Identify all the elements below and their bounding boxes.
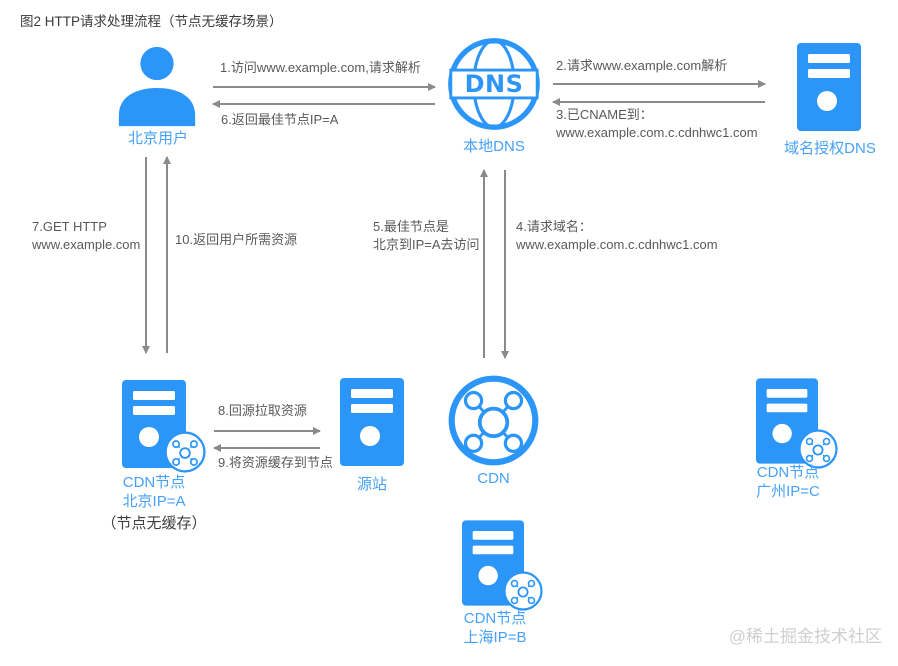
- cdn-node-guangzhou-label: CDN节点 广州IP=C: [734, 463, 842, 501]
- watermark: @稀土掘金技术社区: [728, 627, 882, 646]
- step3-line1: 3.已CNAME到：: [556, 107, 653, 122]
- cdn-network-icon: [448, 375, 539, 466]
- cdn-node-beijing-line2: 北京IP=A: [122, 493, 186, 510]
- step7-line1: 7.GET HTTP: [32, 219, 107, 234]
- arrow-step4: [501, 170, 508, 359]
- cdn-node-shanghai-label: CDN节点 上海IP=B: [441, 609, 549, 647]
- step5-line2: 北京到IP=A去访问: [373, 236, 480, 252]
- step1-label: 1.访问www.example.com,请求解析: [220, 60, 421, 75]
- cdn-node-beijing-note: （节点无缓存）: [101, 515, 207, 532]
- origin-label: 源站: [356, 476, 387, 493]
- diagram-title: 图2 HTTP请求处理流程（节点无缓存场景）: [20, 14, 283, 29]
- step6-label: 6.返回最佳节点IP=A: [221, 112, 339, 127]
- step5-line1: 5.最佳节点是: [373, 219, 449, 234]
- step10-label: 10.返回用户所需资源: [175, 232, 298, 247]
- step4-label: 4.请求域名： www.example.com.c.cdnhwc1.com: [516, 218, 718, 253]
- step2-label: 2.请求www.example.com解析: [556, 58, 728, 73]
- cdn-node-beijing-line1: CDN节点: [122, 474, 186, 491]
- dns-icon-text: DNS: [465, 70, 524, 98]
- cdn-node-shanghai-line1: CDN节点: [463, 610, 527, 627]
- user-label: 北京用户: [127, 130, 188, 147]
- cdn-node-guangzhou-line1: CDN节点: [756, 464, 820, 481]
- local-dns-label: 本地DNS: [463, 138, 525, 155]
- arrow-step5: [480, 169, 487, 358]
- arrow-step3: [552, 98, 765, 105]
- cdn-node-guangzhou-line2: 广州IP=C: [756, 483, 820, 500]
- step7-line2: www.example.com: [32, 236, 141, 252]
- arrow-step7: [142, 157, 149, 354]
- cdn-label: CDN: [477, 470, 510, 487]
- arrow-step1: [213, 83, 436, 90]
- step8-label: 8.回源拉取资源: [218, 403, 307, 418]
- arrow-step6: [212, 100, 435, 107]
- step3-line2: www.example.com.c.cdnhwc1.com: [556, 124, 758, 140]
- step9-label: 9.将资源缓存到节点: [218, 455, 333, 470]
- arrow-step8: [214, 427, 321, 434]
- step5-label: 5.最佳节点是 北京到IP=A去访问: [373, 218, 480, 253]
- step3-label: 3.已CNAME到： www.example.com.c.cdnhwc1.com: [556, 106, 758, 141]
- cdn-badge-icon: [503, 571, 543, 611]
- step4-line1: 4.请求域名：: [516, 219, 592, 234]
- local-dns-globe-icon: DNS: [448, 38, 540, 130]
- arrow-step9: [213, 444, 320, 451]
- step7-label: 7.GET HTTP www.example.com: [32, 218, 140, 253]
- arrow-step2: [553, 80, 766, 87]
- auth-dns-server-icon: [797, 43, 861, 131]
- cdn-badge-icon: [798, 429, 838, 469]
- user-person-icon: [118, 46, 196, 127]
- arrow-step10: [163, 156, 170, 353]
- cdn-node-shanghai-line2: 上海IP=B: [463, 629, 527, 646]
- origin-server-icon: [340, 378, 404, 466]
- cdn-badge-icon: [164, 431, 206, 473]
- step4-line2: www.example.com.c.cdnhwc1.com: [516, 236, 718, 252]
- auth-dns-label: 域名授权DNS: [784, 140, 876, 157]
- cdn-node-beijing-label: CDN节点 北京IP=A: [102, 473, 206, 511]
